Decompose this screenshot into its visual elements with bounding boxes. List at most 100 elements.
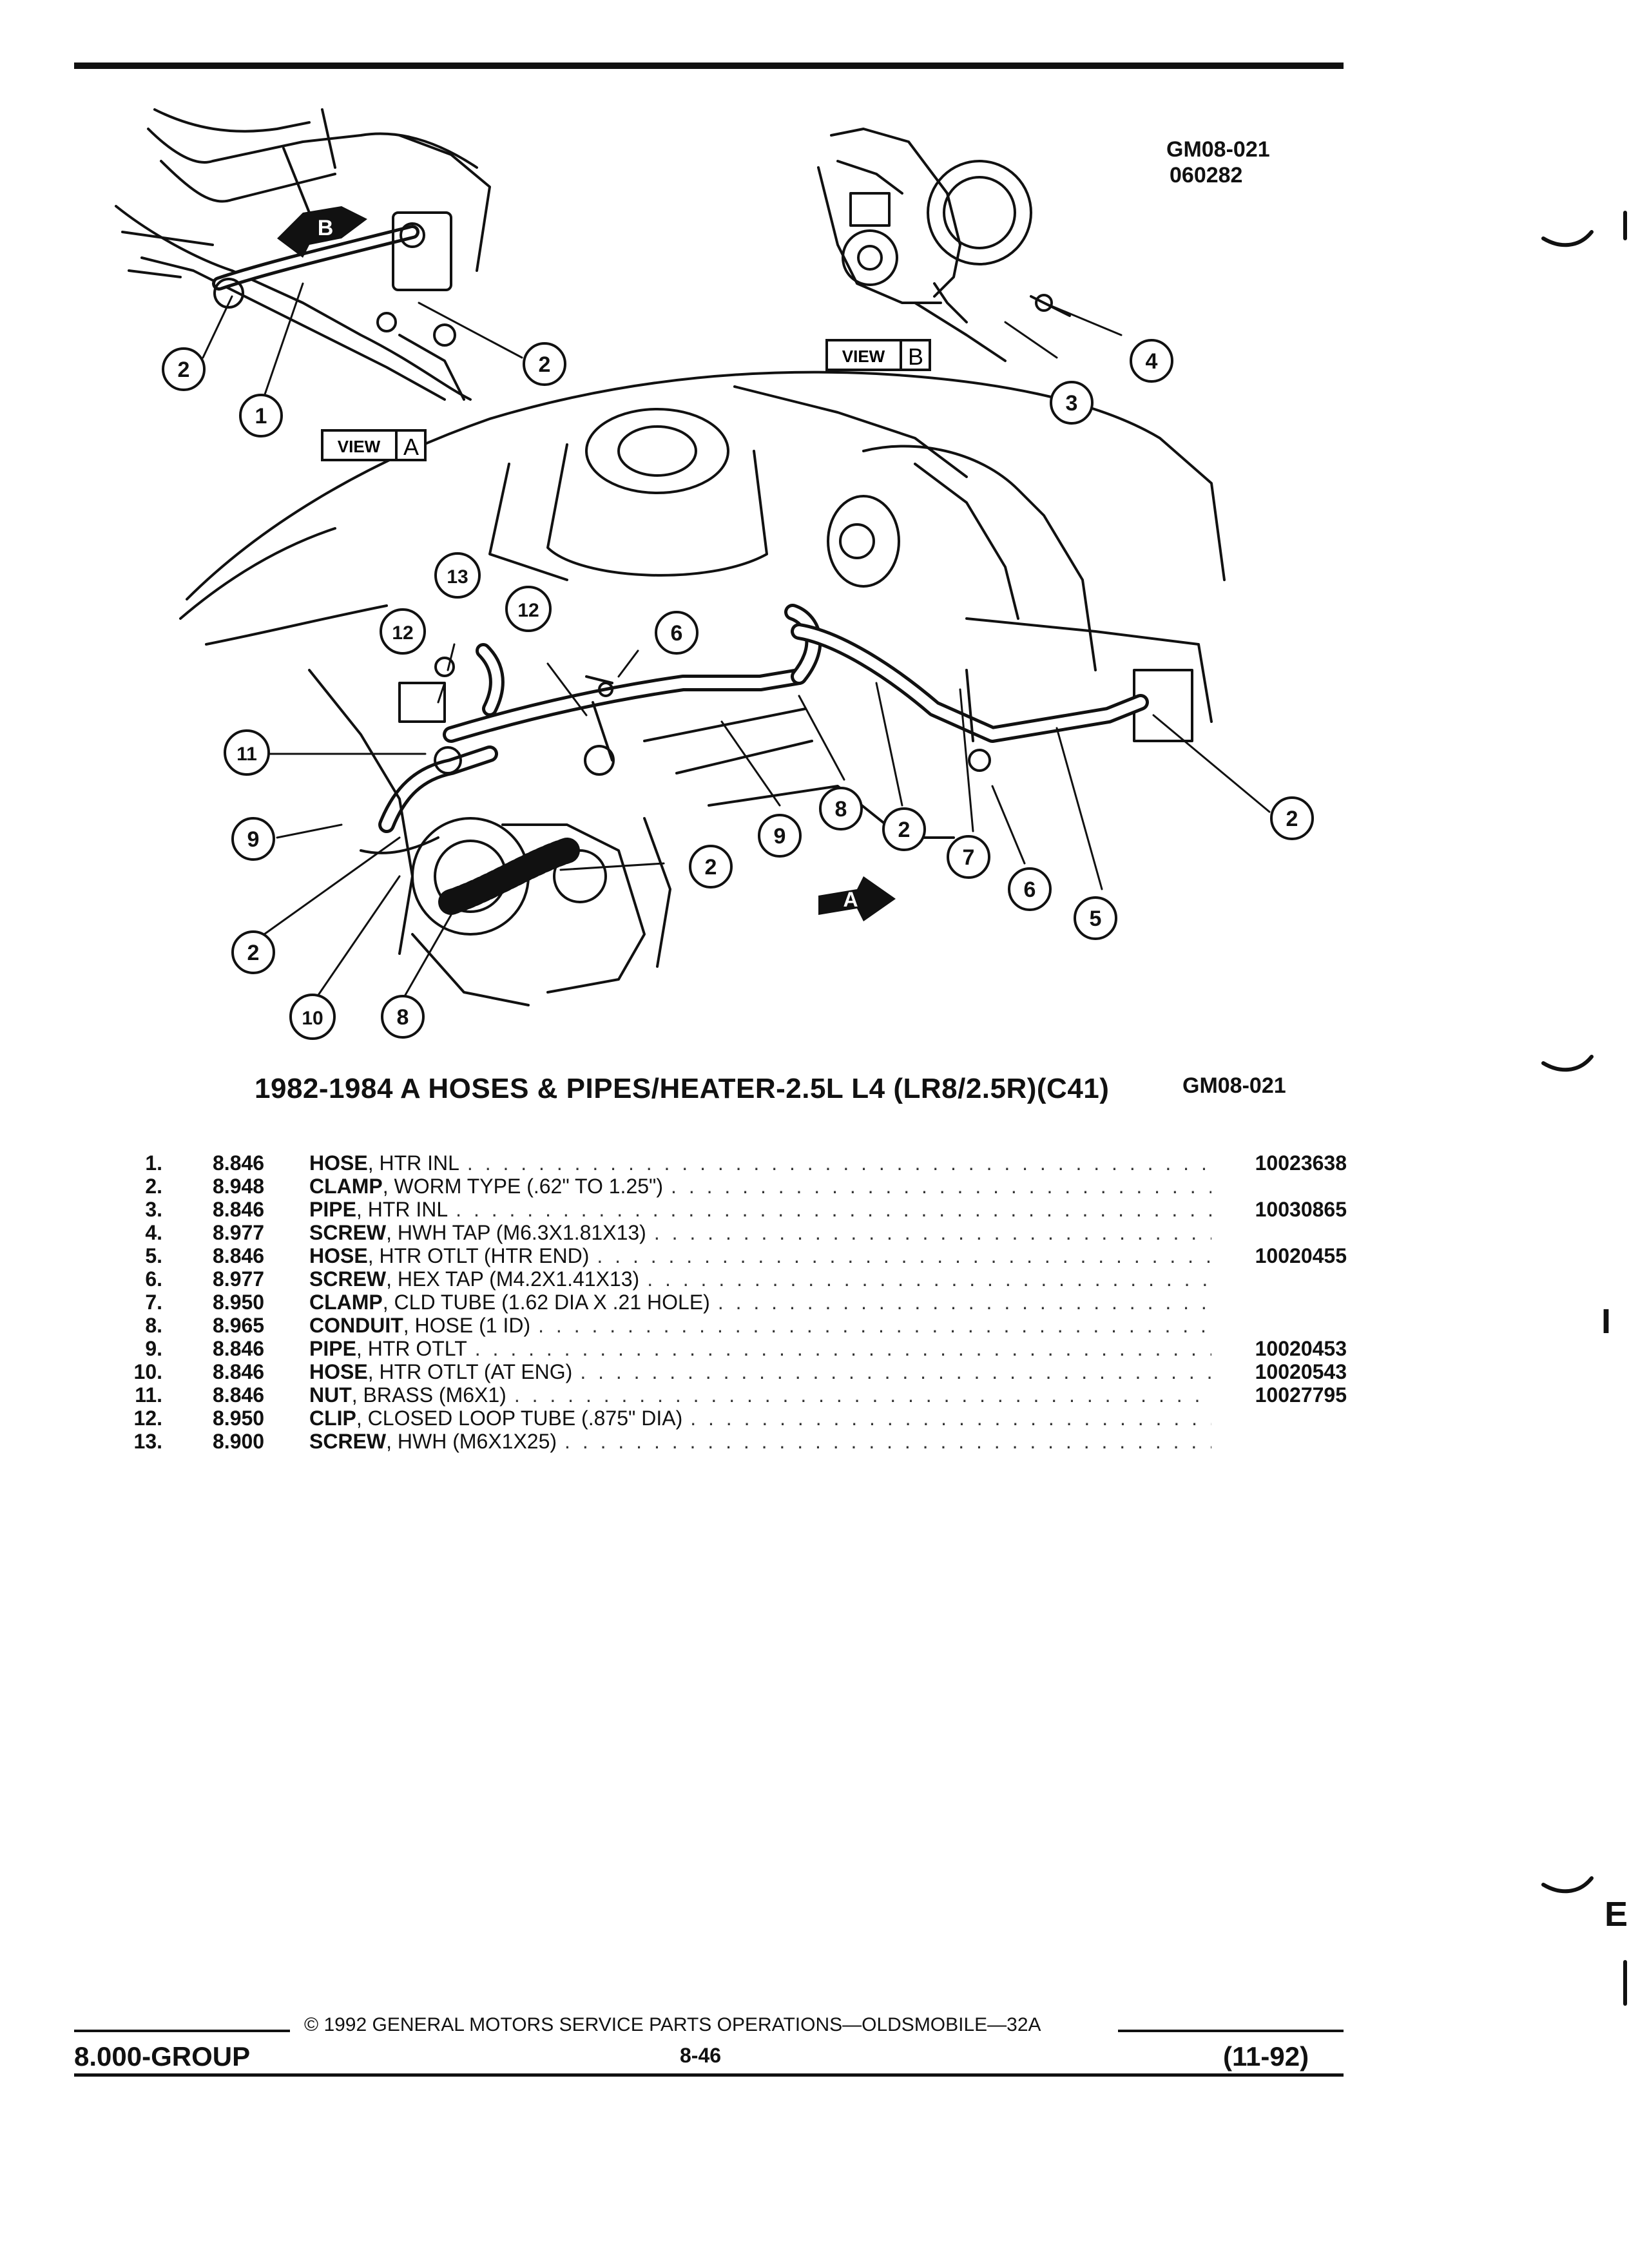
svg-text:5: 5	[1090, 907, 1102, 931]
main-illustration	[179, 370, 1226, 1006]
svg-text:10: 10	[302, 1008, 323, 1029]
part-detail: , WORM TYPE (.62" TO 1.25")	[382, 1175, 664, 1198]
top-rule	[74, 62, 1344, 69]
svg-text:9: 9	[774, 824, 786, 849]
part-group-number: 8.900	[213, 1430, 265, 1453]
page-title: 1982-1984 A HOSES & PIPES/HEATER-2.5L L4…	[255, 1073, 1110, 1104]
part-description: PIPE, HTR OTLT. . . . . . . . . . . . . …	[309, 1337, 1211, 1360]
part-name: CONDUIT	[309, 1314, 403, 1337]
part-index: 8.	[145, 1314, 162, 1337]
callout-13: 13	[434, 552, 481, 599]
callout-7: 7	[947, 835, 990, 879]
leader-dots: . . . . . . . . . . . . . . . . . . . . …	[564, 1430, 1211, 1453]
callout-12: 12	[505, 586, 552, 632]
diagram-date-code: 060282	[1170, 163, 1243, 187]
svg-text:2: 2	[178, 358, 190, 382]
svg-text:VIEW: VIEW	[338, 437, 381, 456]
svg-text:12: 12	[517, 600, 539, 621]
part-index: 11.	[135, 1383, 162, 1407]
part-group-number: 8.965	[213, 1314, 265, 1337]
part-index: 12.	[133, 1407, 162, 1430]
part-detail: , HWH (M6X1X25)	[386, 1430, 557, 1453]
part-detail: , BRASS (M6X1)	[351, 1383, 506, 1407]
footer-page-number: 8-46	[680, 2044, 722, 2067]
leader-dots: . . . . . . . . . . . . . . . . . . . . …	[597, 1244, 1211, 1267]
part-detail: , HTR INL	[356, 1198, 448, 1221]
part-group-number: 8.846	[213, 1198, 265, 1221]
part-name: CLIP	[309, 1407, 356, 1430]
callout-2: 2	[689, 845, 733, 889]
view-a-label: VIEW A	[321, 429, 427, 461]
part-index: 7.	[145, 1291, 162, 1314]
part-name: HOSE	[309, 1151, 368, 1175]
margin-letter: E	[1605, 1895, 1628, 1934]
part-name: PIPE	[309, 1337, 356, 1360]
svg-text:1: 1	[255, 404, 267, 428]
part-group-number: 8.977	[213, 1267, 265, 1291]
footer-group: 8.000-GROUP	[74, 2041, 251, 2071]
part-name: SCREW	[309, 1267, 387, 1291]
part-detail: , HWH TAP (M6.3X1.81X13)	[386, 1221, 646, 1244]
part-number: 10030865	[1255, 1198, 1347, 1221]
part-name: SCREW	[309, 1430, 387, 1453]
callout-8: 8	[819, 787, 863, 831]
callout-2: 2	[1270, 796, 1314, 840]
svg-text:13: 13	[447, 566, 468, 588]
part-detail: , HTR OTLT (AT ENG)	[367, 1360, 573, 1383]
part-group-number: 8.950	[213, 1407, 265, 1430]
svg-text:7: 7	[963, 845, 975, 870]
part-description: SCREW, HWH (M6X1X25) . . . . . . . . . . …	[309, 1430, 1211, 1453]
part-number: 10020453	[1255, 1337, 1347, 1360]
part-detail: , HTR INL	[367, 1151, 459, 1175]
part-description: CLIP, CLOSED LOOP TUBE (.875" DIA). . . …	[309, 1407, 1211, 1430]
part-name: CLAMP	[309, 1291, 383, 1314]
svg-text:3: 3	[1066, 391, 1078, 416]
callout-2: 2	[882, 807, 926, 851]
view-a-illustration	[115, 108, 491, 401]
part-description: HOSE, HTR OTLT (AT ENG). . . . . . . . .…	[309, 1360, 1211, 1383]
callout-10: 10	[289, 994, 336, 1040]
part-description: PIPE, HTR INL. . . . . . . . . . . . . .…	[309, 1198, 1211, 1221]
part-name: CLAMP	[309, 1175, 383, 1198]
callout-1: 1	[239, 394, 283, 437]
footer-date: (11-92)	[1223, 2041, 1309, 2071]
part-description: HOSE, HTR OTLT (HTR END). . . . . . . . …	[309, 1244, 1211, 1267]
leader-dots: . . . . . . . . . . . . . . . . . . . . …	[671, 1175, 1211, 1198]
svg-text:VIEW: VIEW	[842, 347, 885, 366]
leader-dots: . . . . . . . . . . . . . . . . . . . . …	[690, 1407, 1211, 1430]
svg-text:8: 8	[397, 1005, 409, 1030]
svg-text:2: 2	[539, 352, 551, 377]
footer-rule-right	[1118, 2030, 1344, 2032]
parts-row: 12. 8.950 CLIP, CLOSED LOOP TUBE (.875" DI…	[103, 1407, 1347, 1430]
parts-row: 3. 8.846 PIPE, HTR INL. . . . . . . . . . …	[103, 1198, 1347, 1221]
svg-text:12: 12	[392, 622, 413, 644]
view-b-illustration	[817, 128, 1071, 362]
svg-text:2: 2	[1286, 807, 1298, 831]
part-name: HOSE	[309, 1244, 368, 1267]
leader-dots: . . . . . . . . . . . . . . . . . . . . …	[717, 1291, 1211, 1314]
part-detail: , HOSE (1 ID)	[403, 1314, 531, 1337]
svg-text:A: A	[843, 888, 858, 911]
callout-4: 4	[1130, 339, 1173, 383]
part-index: 3.	[145, 1198, 162, 1221]
footer-rule-left	[74, 2030, 290, 2032]
svg-text:8: 8	[835, 797, 847, 822]
svg-text:11: 11	[236, 744, 257, 765]
part-index: 6.	[145, 1267, 162, 1291]
part-description: CLAMP, CLD TUBE (1.62 DIA X .21 HOLE). .…	[309, 1291, 1211, 1314]
part-description: NUT, BRASS (M6X1). . . . . . . . . . . .…	[309, 1383, 1211, 1407]
part-name: HOSE	[309, 1360, 368, 1383]
callout-6: 6	[655, 611, 699, 655]
part-index: 4.	[145, 1221, 162, 1244]
leader-dots: . . . . . . . . . . . . . . . . . . . . …	[514, 1383, 1211, 1407]
part-group-number: 8.950	[213, 1291, 265, 1314]
callout-2: 2	[162, 347, 206, 391]
callout-9: 9	[758, 814, 802, 858]
callout-9: 9	[231, 817, 275, 861]
